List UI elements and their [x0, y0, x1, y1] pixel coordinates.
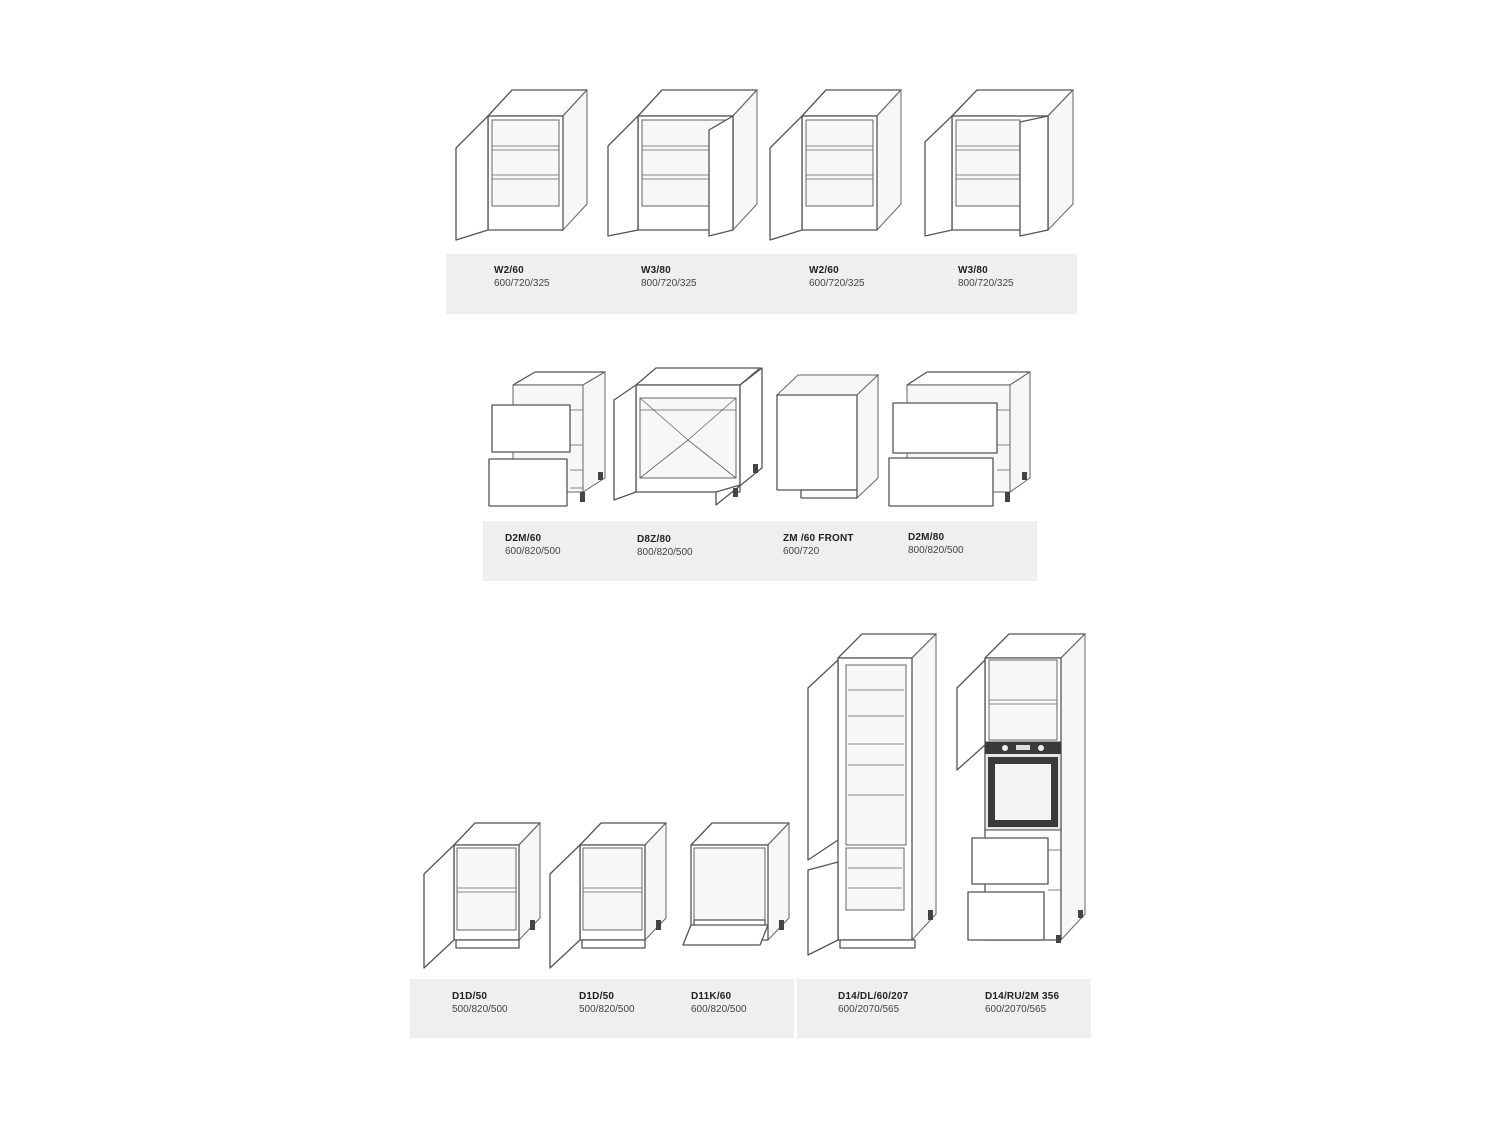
cabinet-dimensions: 600/720 [783, 546, 820, 557]
cabinet-dimensions: 600/2070/565 [838, 1004, 900, 1015]
cabinet-code: D8Z/80 [637, 534, 671, 545]
cabinet-code: D1D/50 [579, 991, 615, 1002]
label-zm-60-front: ZM /60 FRONT 600/720 [783, 533, 854, 558]
cabinet-d2m-60 [488, 371, 606, 507]
label-d2m-80: D2M/80 800/820/500 [908, 532, 964, 557]
label-w2-60-b: W2/60 600/720/325 [809, 265, 865, 290]
cabinet-w3-80-b [924, 88, 1074, 237]
cabinet-d1d-50-b [549, 821, 667, 969]
label-d14-ru-2m-356: D14/RU/2M 356 600/2070/565 [985, 991, 1059, 1016]
label-w3-80-a: W3/80 800/720/325 [641, 265, 697, 290]
label-band-row-3-left [410, 979, 794, 1038]
cabinet-dimensions: 600/720/325 [494, 278, 550, 289]
label-band-row-1 [446, 254, 1077, 314]
label-d1d-50-a: D1D/50 500/820/500 [452, 991, 508, 1016]
cabinet-d11k-60 [682, 821, 790, 946]
cabinet-dimensions: 600/820/500 [505, 546, 561, 557]
label-d14-dl-60-207: D14/DL/60/207 600/2070/565 [838, 991, 908, 1016]
cabinet-code: D2M/80 [908, 532, 945, 543]
cabinet-code: D14/RU/2M 356 [985, 991, 1060, 1002]
cabinet-code: W3/80 [958, 265, 988, 276]
cabinet-code: W2/60 [494, 265, 524, 276]
cabinet-w3-80-a [607, 88, 758, 237]
cabinet-code: D2M/60 [505, 533, 542, 544]
cabinet-d1d-50-a [423, 821, 541, 969]
cabinet-dimensions: 800/720/325 [641, 278, 697, 289]
cabinet-d2m-80 [888, 371, 1031, 507]
cabinet-code: D11K/60 [691, 991, 732, 1002]
cabinet-w2-60-b [769, 88, 902, 241]
cabinet-dimensions: 600/2070/565 [985, 1004, 1047, 1015]
cabinet-d14-ru-2m-356 [956, 632, 1086, 943]
cabinet-code: W3/80 [641, 265, 671, 276]
cabinet-dimensions: 800/720/325 [958, 278, 1014, 289]
panel-zm-60-front [775, 373, 880, 500]
cabinet-dimensions: 600/820/500 [691, 1004, 747, 1015]
cabinet-dimensions: 800/820/500 [637, 547, 693, 558]
cabinet-dimensions: 500/820/500 [452, 1004, 508, 1015]
cabinet-dimensions: 500/820/500 [579, 1004, 635, 1015]
cabinet-code: W2/60 [809, 265, 839, 276]
label-d8z-80: D8Z/80 800/820/500 [637, 534, 693, 559]
label-d2m-60: D2M/60 600/820/500 [505, 533, 561, 558]
oven-icon [984, 741, 1062, 831]
cabinet-code: D1D/50 [452, 991, 488, 1002]
label-w3-80-b: W3/80 800/720/325 [958, 265, 1014, 290]
label-band-row-3-right [797, 979, 1091, 1038]
label-band-row-2 [483, 521, 1037, 581]
cabinet-code: ZM /60 FRONT [783, 533, 854, 544]
cabinet-d14-dl-60-207 [807, 632, 937, 956]
cabinet-dimensions: 600/720/325 [809, 278, 865, 289]
label-d1d-50-b: D1D/50 500/820/500 [579, 991, 635, 1016]
cabinet-w2-60-a [455, 88, 588, 241]
label-d11k-60: D11K/60 600/820/500 [691, 991, 747, 1016]
cabinet-d8z-80 [613, 366, 763, 506]
cabinet-dimensions: 800/820/500 [908, 545, 964, 556]
label-w2-60-a: W2/60 600/720/325 [494, 265, 550, 290]
cabinet-code: D14/DL/60/207 [838, 991, 909, 1002]
